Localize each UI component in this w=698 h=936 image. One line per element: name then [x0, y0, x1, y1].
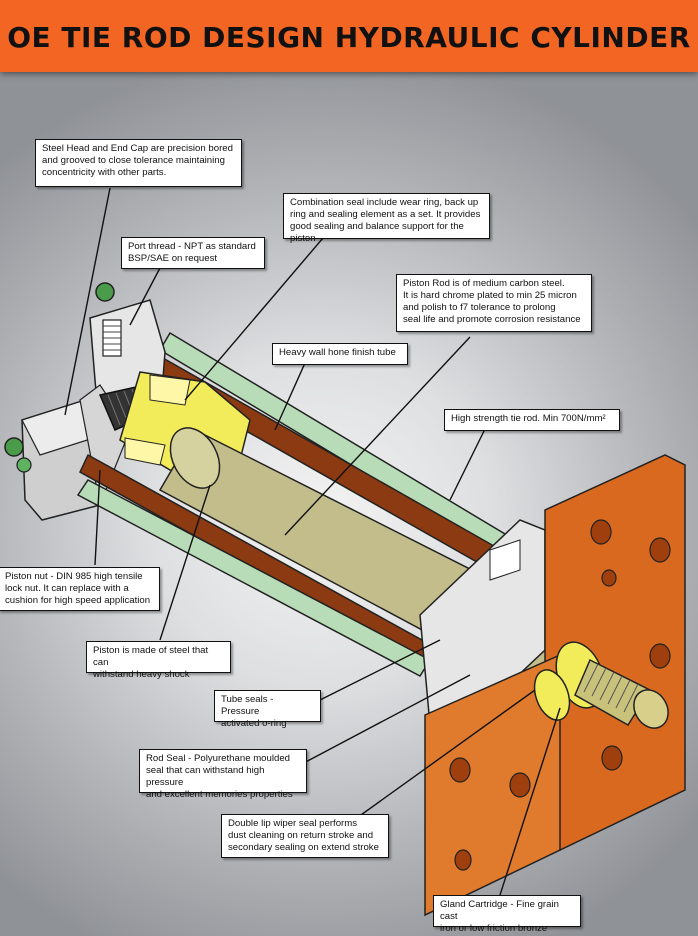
front-tie-rod [76, 479, 432, 677]
callout-leader-lines [64, 187, 561, 896]
callout-port-thread: Port thread - NPT as standard BSP/SAE on… [121, 237, 265, 269]
mounting-plate [424, 454, 686, 917]
callout-tube-seals: Tube seals - Pressure activated o-ring [214, 690, 321, 729]
head-end-cap [419, 519, 546, 736]
callout-hone-tube: Heavy wall hone finish tube [272, 343, 408, 365]
callout-gland-cartridge: Gland Cartridge - Fine grain cast iron o… [433, 895, 581, 934]
title-banner: OE TIE ROD DESIGN HYDRAULIC CYLINDER [0, 0, 698, 72]
callout-piston-nut: Piston nut - DIN 985 high tensile lock n… [0, 567, 160, 611]
callout-piston: Piston is made of steel that can withsta… [86, 641, 231, 680]
callout-rod-seal: Rod Seal - Polyurethane moulded seal tha… [139, 749, 307, 800]
port-thread [102, 319, 122, 357]
callout-wiper-seal: Double lip wiper seal performs dust clea… [221, 814, 389, 858]
callout-combination-seal: Combination seal include wear ring, back… [283, 193, 490, 244]
tie-rod-nuts [4, 282, 115, 473]
callout-tie-rod: High strength tie rod. Min 700N/mm² [444, 409, 620, 431]
page-title: OE TIE ROD DESIGN HYDRAULIC CYLINDER [7, 21, 691, 54]
callout-steel-head: Steel Head and End Cap are precision bor… [35, 139, 242, 187]
rod-thread-end [574, 658, 669, 729]
callout-piston-rod: Piston Rod is of medium carbon steel. It… [396, 274, 592, 332]
